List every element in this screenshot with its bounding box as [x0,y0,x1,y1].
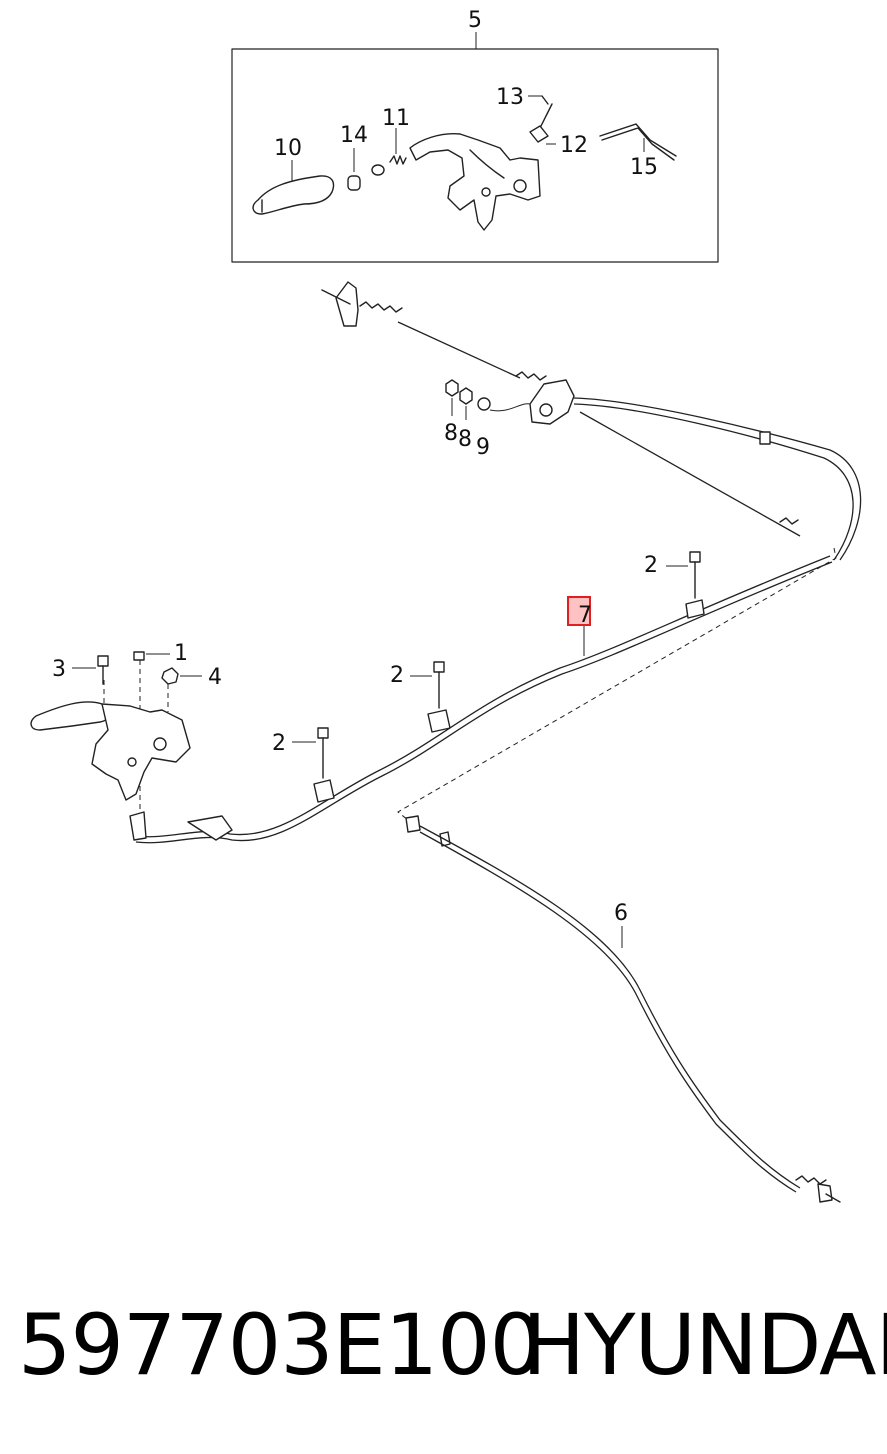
lever-assembly-box [231,32,719,263]
callout-2b: 2 [390,663,404,688]
bushing-part [347,148,361,191]
callout-12: 12 [560,133,588,158]
front-cable-part [321,281,575,425]
callout-13: 13 [496,85,524,110]
callout-5: 5 [468,8,482,33]
callout-9: 9 [476,435,490,460]
rear-cables-part [573,397,862,561]
callout-4: 4 [208,665,222,690]
highlight-box [567,596,591,626]
washer-part [371,164,385,176]
brand-name: HYUNDAI [522,1296,887,1394]
spring-part [389,128,407,165]
callout-2a: 2 [644,553,658,578]
callout-15: 15 [630,155,658,180]
callout-7: 7 [578,603,592,628]
nuts-group [445,379,531,420]
reference-dashed-line [397,547,837,821]
rear-cable-part [405,815,841,1203]
footer: 597703E100 HYUNDAI [0,1290,887,1400]
callout-10: 10 [274,136,302,161]
callout-1: 1 [174,641,188,666]
callout-8b: 8 [458,427,472,452]
small-fasteners-group [72,651,202,685]
bolts-group [292,551,701,779]
callout-2c: 2 [272,731,286,756]
callout-14: 14 [340,123,368,148]
callout-6: 6 [614,901,628,926]
lever-grip-part [252,160,335,215]
lower-lever-assembly-part [30,701,191,801]
lever-assembly-part [409,132,541,231]
pin-part [528,95,556,145]
part-number: 597703E100 [18,1296,543,1394]
rod-part [599,123,677,161]
main-cable-part [129,555,833,844]
callout-11: 11 [382,106,410,131]
cable-clips [313,599,705,803]
callout-3: 3 [52,657,66,682]
callout-8a: 8 [444,421,458,446]
